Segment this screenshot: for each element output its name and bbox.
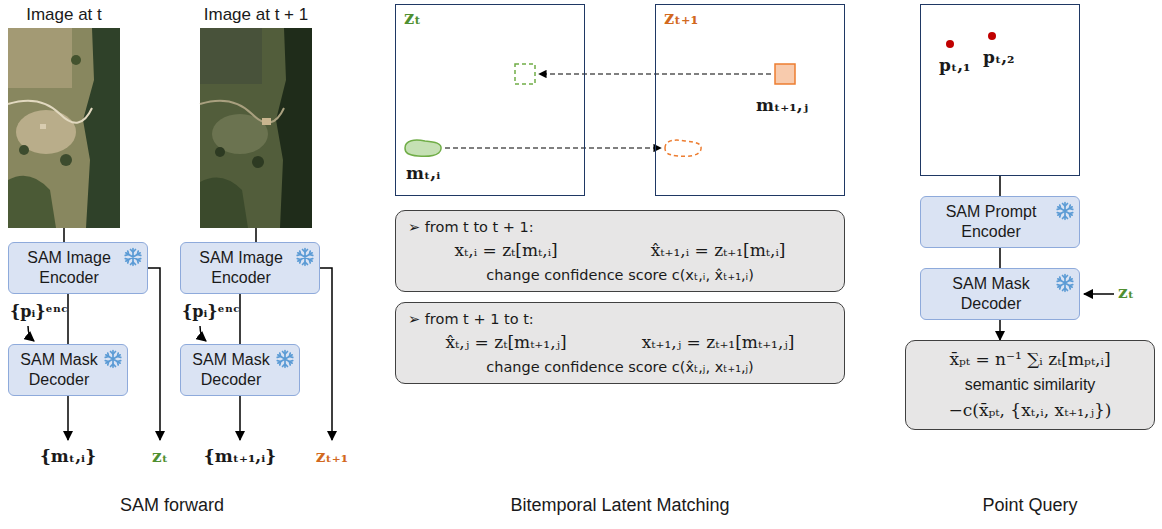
connector — [255, 228, 257, 242]
prompt-label: {pᵢ}ᵉⁿᶜ — [182, 302, 240, 322]
frozen-icon — [275, 349, 295, 369]
connector — [999, 320, 1001, 340]
formula: x̂ₜ₊₁,ᵢ = zₜ₊₁[mₜ,ᵢ] — [651, 240, 786, 261]
formula: −c(x̄ₚₜ, {xₜ,ᵢ, xₜ₊₁,ⱼ}) — [949, 400, 1112, 421]
box-text: ➢ from t to t + 1: — [408, 218, 534, 236]
encoder-box: SAM Image Encoder — [180, 242, 320, 294]
latent-input-arrow — [1084, 293, 1114, 295]
box-label: SAM Image Encoder — [17, 248, 121, 288]
box-label: SAM Image Encoder — [189, 248, 293, 288]
prompt-label: {pᵢ}ᵉⁿᶜ — [10, 302, 68, 322]
box-text: change confidence score c(xₜ,ᵢ, x̂ₜ₊₁,ᵢ) — [486, 266, 754, 284]
query-points — [946, 32, 996, 48]
mask-arrow — [67, 396, 69, 440]
satellite-image — [200, 28, 312, 228]
math-label: zₜ — [404, 7, 421, 30]
prompt-arrow — [200, 326, 206, 341]
box-label: SAM Prompt Encoder — [929, 202, 1053, 242]
frozen-icon — [103, 349, 123, 369]
frozen-icon — [1055, 273, 1075, 293]
latent-input: zₜ — [1118, 282, 1134, 303]
point-canvas: pₜ,₁ pₜ,₂ — [920, 4, 1080, 176]
math-label: mₜ,ᵢ — [406, 163, 440, 184]
image-panel: Image at t + 1 — [200, 4, 312, 228]
connector — [63, 228, 65, 242]
formula: xₜ₊₁,ⱼ = zₜ₊₁[mₜ₊₁,ⱼ] — [642, 332, 795, 353]
decoder-box: SAM Mask Decoder — [180, 344, 300, 396]
latent-map: zₜ mₜ,ᵢ — [395, 4, 585, 196]
prompt-arrow — [28, 326, 34, 341]
panel-caption: Point Query — [982, 494, 1077, 517]
connector — [999, 176, 1001, 196]
latent-arrow — [148, 268, 160, 440]
frozen-icon — [295, 247, 315, 267]
matching-box: ➢ from t to t + 1: xₜ,ᵢ = zₜ[mₜ,ᵢ] x̂ₜ₊₁,ᵢ… — [395, 210, 845, 292]
mask-shapes — [405, 64, 795, 156]
math-label: pₜ,₁ — [939, 55, 971, 76]
encoder-box: SAM Image Encoder — [8, 242, 148, 294]
box-label: SAM Mask Decoder — [17, 350, 101, 390]
frozen-icon — [1055, 201, 1075, 221]
math-label: zₜ₊₁ — [664, 7, 698, 30]
formula: x̂ₜ,ⱼ = zₜ[mₜ₊₁,ⱼ] — [446, 332, 567, 353]
box-label: SAM Mask Decoder — [189, 350, 273, 390]
box-text: change confidence score c(x̂ₜ,ⱼ, xₜ₊₁,ⱼ) — [486, 358, 754, 376]
frozen-icon — [123, 247, 143, 267]
query-box: x̄ₚₜ = n⁻¹ ∑ᵢ zₜ[mₚₜ,ᵢ] semantic similari… — [905, 340, 1155, 430]
mask-arrow — [239, 396, 241, 440]
mask-output: {mₜ₊₁,ᵢ} — [204, 446, 277, 467]
panel-caption: Bitemporal Latent Matching — [510, 494, 729, 517]
decoder-box: SAM Mask Decoder — [8, 344, 128, 396]
satellite-image — [8, 28, 120, 228]
math-label: pₜ,₂ — [983, 47, 1015, 68]
box-label: SAM Mask Decoder — [929, 274, 1053, 314]
mask-output: {mₜ,ᵢ} — [40, 446, 96, 467]
formula: x̄ₚₜ = n⁻¹ ∑ᵢ zₜ[mₚₜ,ᵢ] — [949, 349, 1110, 370]
latent-output: zₜ₊₁ — [316, 446, 348, 467]
box-text: ➢ from t + 1 to t: — [408, 310, 534, 328]
decoder-box: SAM Mask Decoder — [920, 268, 1080, 320]
latent-arrow — [320, 268, 332, 440]
matching-box: ➢ from t + 1 to t: x̂ₜ,ⱼ = zₜ[mₜ₊₁,ⱼ] xₜ₊₁… — [395, 302, 845, 384]
image-heading: Image at t + 1 — [200, 4, 312, 25]
connector — [999, 248, 1001, 268]
latent-map: zₜ₊₁ mₜ₊₁,ⱼ — [655, 4, 845, 196]
box-text: semantic similarity — [965, 375, 1096, 395]
panel-caption: SAM forward — [120, 494, 224, 517]
math-label: mₜ₊₁,ⱼ — [756, 95, 808, 116]
formula: xₜ,ᵢ = zₜ[mₜ,ᵢ] — [455, 240, 558, 261]
latent-output: zₜ — [152, 446, 168, 467]
image-panel: Image at t — [8, 4, 120, 228]
image-heading: Image at t — [8, 4, 120, 25]
prompt-encoder-box: SAM Prompt Encoder — [920, 196, 1080, 248]
